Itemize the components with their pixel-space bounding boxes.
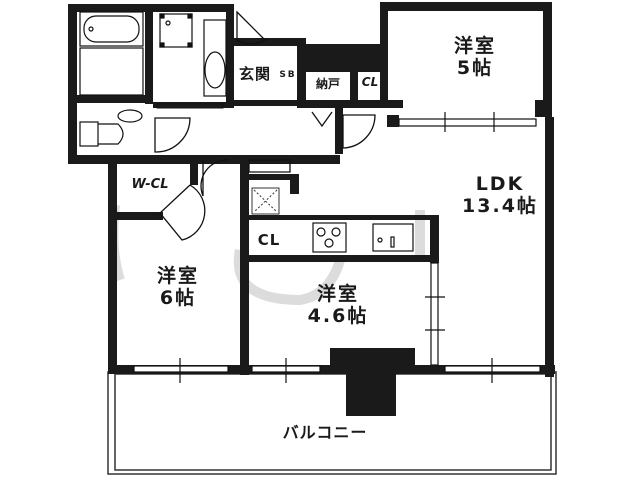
toilet-icon [79,109,143,147]
room-name: LDK [475,173,525,195]
drain-strip [156,103,224,109]
stove-icon [312,222,347,253]
room-size: 4.6帖 [307,304,369,327]
room-size: 13.4帖 [462,194,538,217]
room-label-shoe-box: SB [279,70,297,80]
walls [68,2,555,416]
room-name: 洋室 [453,35,496,57]
room-label-western-4-6: 洋室 4.6帖 [293,283,383,328]
washing-machine-icon [159,13,193,48]
kitchen-sink-icon [372,223,414,252]
room-label-ldk: LDK 13.4帖 [445,173,555,218]
room-label-balcony: バルコニー [282,423,368,442]
washbasin-icon [203,19,227,97]
room-name: 洋室 [156,265,199,287]
door-swings [154,10,376,241]
room-size: 5帖 [456,56,494,79]
room-label-western-5: 洋室 5帖 [435,35,515,80]
room-label-entrance: 玄関 [238,65,271,83]
room-label-western-6: 洋室 6帖 [138,265,218,310]
windows [133,112,541,383]
bathtub-icon [79,11,144,96]
room-label-walkin-closet: W-CL [131,177,169,192]
room-label-closet-top: CL [361,75,379,89]
room-label-storage: 納戸 [315,77,340,91]
fridge-space-icon [251,187,280,215]
room-name: 洋室 [316,283,359,305]
room-size: 6帖 [159,286,197,309]
room-label-closet-mid: CL [257,231,281,249]
